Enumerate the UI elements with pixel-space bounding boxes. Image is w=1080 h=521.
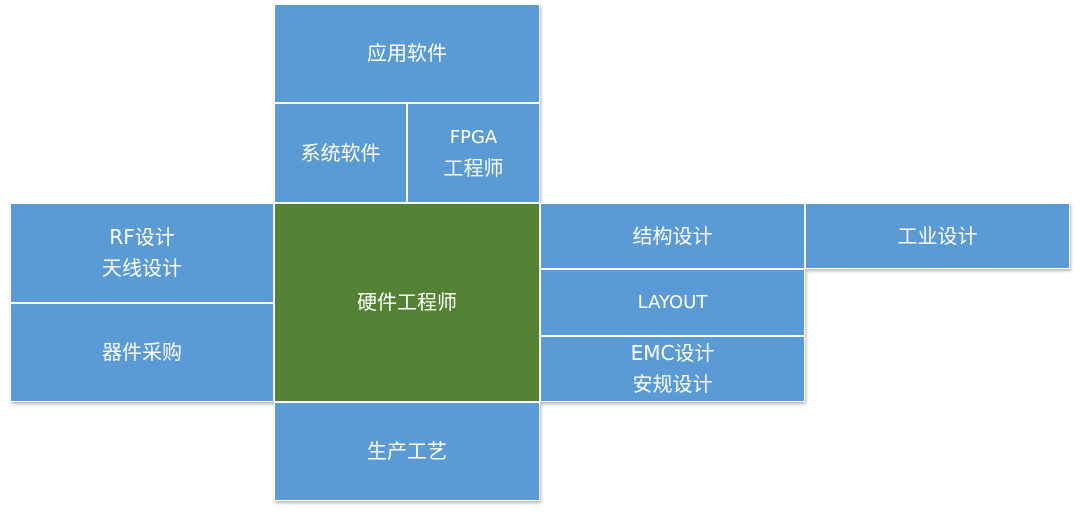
block-system-software: 系统软件 xyxy=(274,103,407,203)
block-layout: LAYOUT xyxy=(540,269,805,336)
block-app-software: 应用软件 xyxy=(274,4,540,103)
block-hardware-engineer-label: 硬件工程师 xyxy=(357,290,457,314)
block-hardware-engineer: 硬件工程师 xyxy=(274,203,540,402)
block-rf-line2: 天线设计 xyxy=(102,256,182,280)
block-emc-safety-design: EMC设计 安规设计 xyxy=(540,336,805,402)
block-emc-line2: 安规设计 xyxy=(632,372,713,396)
block-system-software-label: 系统软件 xyxy=(300,140,381,165)
block-rf-line1: RF设计 xyxy=(109,225,175,249)
block-industrial-design: 工业设计 xyxy=(805,203,1070,269)
block-rf-antenna-design: RF设计 天线设计 xyxy=(10,203,274,303)
block-industrial-design-label: 工业设计 xyxy=(897,223,978,248)
block-structure-design: 结构设计 xyxy=(540,203,805,269)
block-production-process: 生产工艺 xyxy=(274,402,540,501)
block-emc-line1: EMC设计 xyxy=(630,341,715,365)
block-component-purchasing: 器件采购 xyxy=(10,303,274,402)
block-fpga-line1: FPGA xyxy=(449,127,498,148)
block-app-software-label: 应用软件 xyxy=(367,41,447,65)
block-component-purchasing-label: 器件采购 xyxy=(102,340,182,364)
block-production-process-label: 生产工艺 xyxy=(367,439,447,463)
block-structure-design-label: 结构设计 xyxy=(632,223,713,248)
block-layout-label: LAYOUT xyxy=(637,292,708,313)
block-fpga-line2: 工程师 xyxy=(443,156,504,180)
block-fpga-engineer: FPGA 工程师 xyxy=(407,103,540,203)
